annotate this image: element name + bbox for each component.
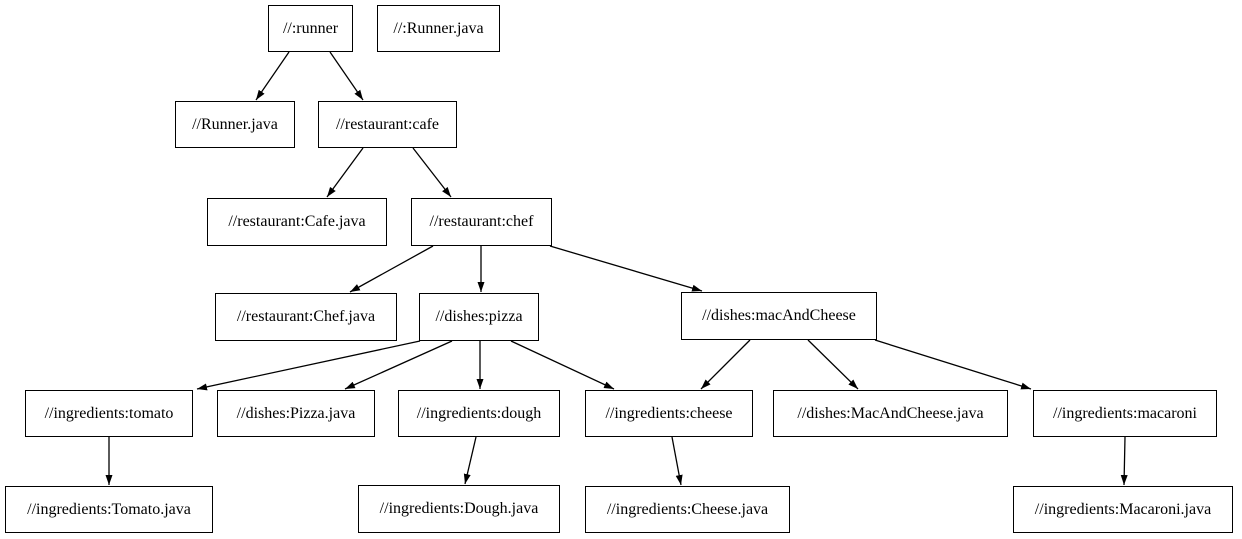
graph-node-label: //Runner.java: [192, 115, 278, 133]
graph-node-cheese: //ingredients:cheese: [585, 390, 753, 437]
graph-node-dough: //ingredients:dough: [398, 390, 560, 437]
graph-node-label: //ingredients:Dough.java: [379, 500, 539, 517]
graph-node-tomato: //ingredients:tomato: [25, 390, 193, 437]
graph-node-macaroni: //ingredients:macaroni: [1033, 390, 1217, 437]
graph-node-label: //ingredients:cheese: [605, 404, 733, 422]
graph-node-label: //:runner: [282, 19, 339, 37]
graph-node-mac-and-cheese-java: //dishes:MacAndCheese.java: [773, 390, 1008, 437]
graph-node-label: //restaurant:cafe: [335, 115, 440, 133]
edge-runner-to-cafe: [329, 51, 364, 101]
edge-runner-to-runner-java: [255, 51, 290, 101]
graph-node-mac-and-cheese: //dishes:macAndCheese: [681, 292, 877, 340]
edge-group: [105, 51, 1128, 486]
graph-node-cheese-java: //ingredients:Cheese.java: [585, 486, 790, 533]
graph-node-label: //restaurant:Chef.java: [236, 308, 376, 325]
graph-node-pizza-java: //dishes:Pizza.java: [217, 390, 375, 437]
graph-node-runner-java: //Runner.java: [175, 101, 295, 148]
graph-node-runner-java-root: //:Runner.java: [377, 5, 500, 52]
graph-node-cafe: //restaurant:cafe: [318, 101, 457, 148]
graph-node-label: //restaurant:Cafe.java: [228, 213, 366, 230]
edge-pizza-to-cheese: [510, 340, 615, 390]
graph-node-label: //dishes:Pizza.java: [236, 404, 356, 422]
edge-dough-to-dough-java: [463, 436, 477, 485]
edge-chef-to-mac-and-cheese: [549, 245, 703, 292]
graph-node-runner: //:runner: [268, 5, 353, 52]
graph-node-tomato-java: //ingredients:Tomato.java: [5, 486, 213, 533]
edge-mac-and-cheese-to-cheese: [700, 339, 751, 390]
graph-node-label: //ingredients:tomato: [44, 404, 174, 422]
graph-node-dough-java: //ingredients:Dough.java: [358, 485, 560, 533]
edge-macaroni-to-macaroni-java: [1120, 436, 1128, 486]
graph-node-chef-java: //restaurant:Chef.java: [215, 293, 397, 341]
graph-node-label: //dishes:macAndCheese: [702, 307, 856, 324]
graph-node-label: //ingredients:Cheese.java: [606, 500, 769, 518]
graph-node-label: //ingredients:Macaroni.java: [1034, 500, 1212, 518]
graph-node-label: //dishes:MacAndCheese.java: [797, 404, 984, 422]
edge-pizza-to-pizza-java: [344, 340, 453, 390]
graph-node-label: //restaurant:chef: [429, 213, 534, 230]
edge-pizza-to-tomato: [196, 340, 421, 391]
edge-chef-to-chef-java: [349, 245, 434, 293]
edge-cafe-to-cafe-java: [326, 147, 364, 198]
graph-node-label: //dishes:pizza: [435, 308, 523, 325]
edge-mac-and-cheese-to-mac-and-cheese-java: [807, 339, 859, 390]
edge-cheese-to-cheese-java: [671, 436, 683, 486]
graph-node-label: //ingredients:dough: [416, 404, 542, 422]
edge-cafe-to-chef: [412, 147, 452, 198]
graph-node-label: //ingredients:Tomato.java: [27, 500, 191, 518]
graph-node-pizza: //dishes:pizza: [419, 293, 539, 341]
edge-mac-and-cheese-to-macaroni: [874, 339, 1032, 390]
graph-node-label: //:Runner.java: [393, 19, 484, 37]
graph-node-chef: //restaurant:chef: [411, 198, 552, 246]
graph-node-macaroni-java: //ingredients:Macaroni.java: [1013, 486, 1233, 533]
graph-node-cafe-java: //restaurant:Cafe.java: [207, 198, 387, 246]
graph-node-label: //ingredients:macaroni: [1053, 404, 1197, 422]
